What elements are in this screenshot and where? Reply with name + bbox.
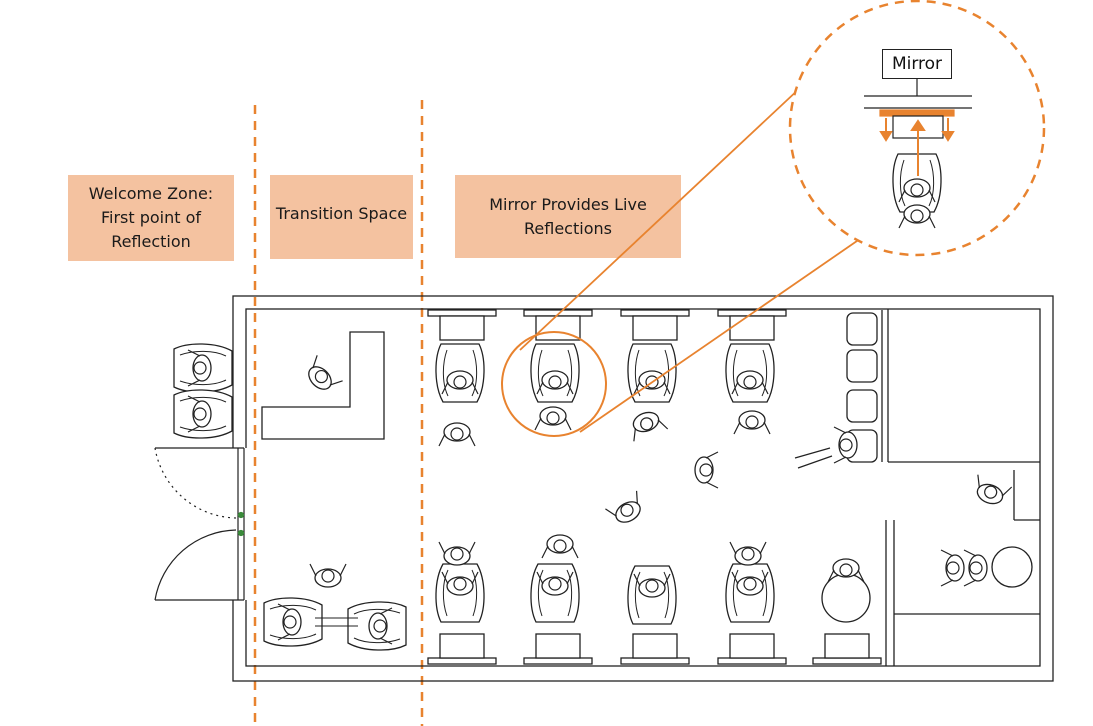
mirror-station-icon <box>717 633 787 665</box>
salon-chair-icon <box>821 558 871 623</box>
salon-chair-icon <box>530 563 580 623</box>
mirror-station-icon <box>427 309 497 341</box>
mirror-label: Mirror <box>882 49 952 79</box>
salon-chair-icon <box>530 343 580 403</box>
entrance-door <box>154 447 245 601</box>
person-icon <box>438 541 476 566</box>
mirror-station-icon <box>717 309 787 341</box>
salon-chair-icon <box>435 343 485 403</box>
welcome-line-2: First point of <box>100 208 202 227</box>
person-icon <box>173 389 233 439</box>
mirror-line-2: Reflections <box>524 218 612 238</box>
zone-label-box-welcome <box>68 175 234 261</box>
salon-chair-icon <box>725 343 775 403</box>
person-icon <box>263 597 323 647</box>
person-icon <box>969 474 1013 510</box>
person-icon <box>309 563 347 588</box>
mirror-station-icon <box>523 633 593 665</box>
table-icon <box>991 546 1033 588</box>
mirror-station-icon <box>620 309 690 341</box>
reflection-arrows <box>879 118 955 176</box>
highlight-circle <box>501 331 607 437</box>
person-icon <box>733 410 771 435</box>
person-icon <box>534 406 572 431</box>
waiting-seat-icon <box>846 310 883 463</box>
person-icon <box>173 343 233 393</box>
welcome-line-1: Welcome Zone: <box>88 184 214 203</box>
back-room-partition <box>885 309 1040 666</box>
person-icon <box>541 534 579 559</box>
mirror-station-icon <box>427 633 497 665</box>
person-icon <box>438 422 476 447</box>
callout-line-upper <box>519 87 801 351</box>
zone-label-mirror: Mirror Provides Live Reflections <box>455 175 681 258</box>
zone-label-box-transition <box>270 175 413 259</box>
person-icon <box>604 490 649 530</box>
zone-label-box-mirror <box>455 175 681 258</box>
person-icon <box>694 451 719 489</box>
salon-chair-icon <box>627 565 677 625</box>
welcome-line-3: Reflection <box>111 232 191 251</box>
mirror-station-icon <box>812 633 882 665</box>
mirror-station-icon <box>620 633 690 665</box>
callout-line-lower <box>579 231 871 433</box>
person-icon <box>625 406 669 442</box>
reception-desk <box>261 331 385 440</box>
person-icon <box>940 549 965 587</box>
salon-chair-icon <box>435 563 485 623</box>
person-icon <box>300 354 344 398</box>
zone-label-transition: Transition Space <box>270 175 413 253</box>
zone-label-welcome: Welcome Zone: First point of Reflection <box>68 175 234 261</box>
salon-chair-icon <box>725 563 775 623</box>
person-icon <box>963 549 988 587</box>
transition-line-1: Transition Space <box>275 204 408 223</box>
person-icon <box>729 541 767 566</box>
mirror-line-1: Mirror Provides Live <box>489 194 647 214</box>
